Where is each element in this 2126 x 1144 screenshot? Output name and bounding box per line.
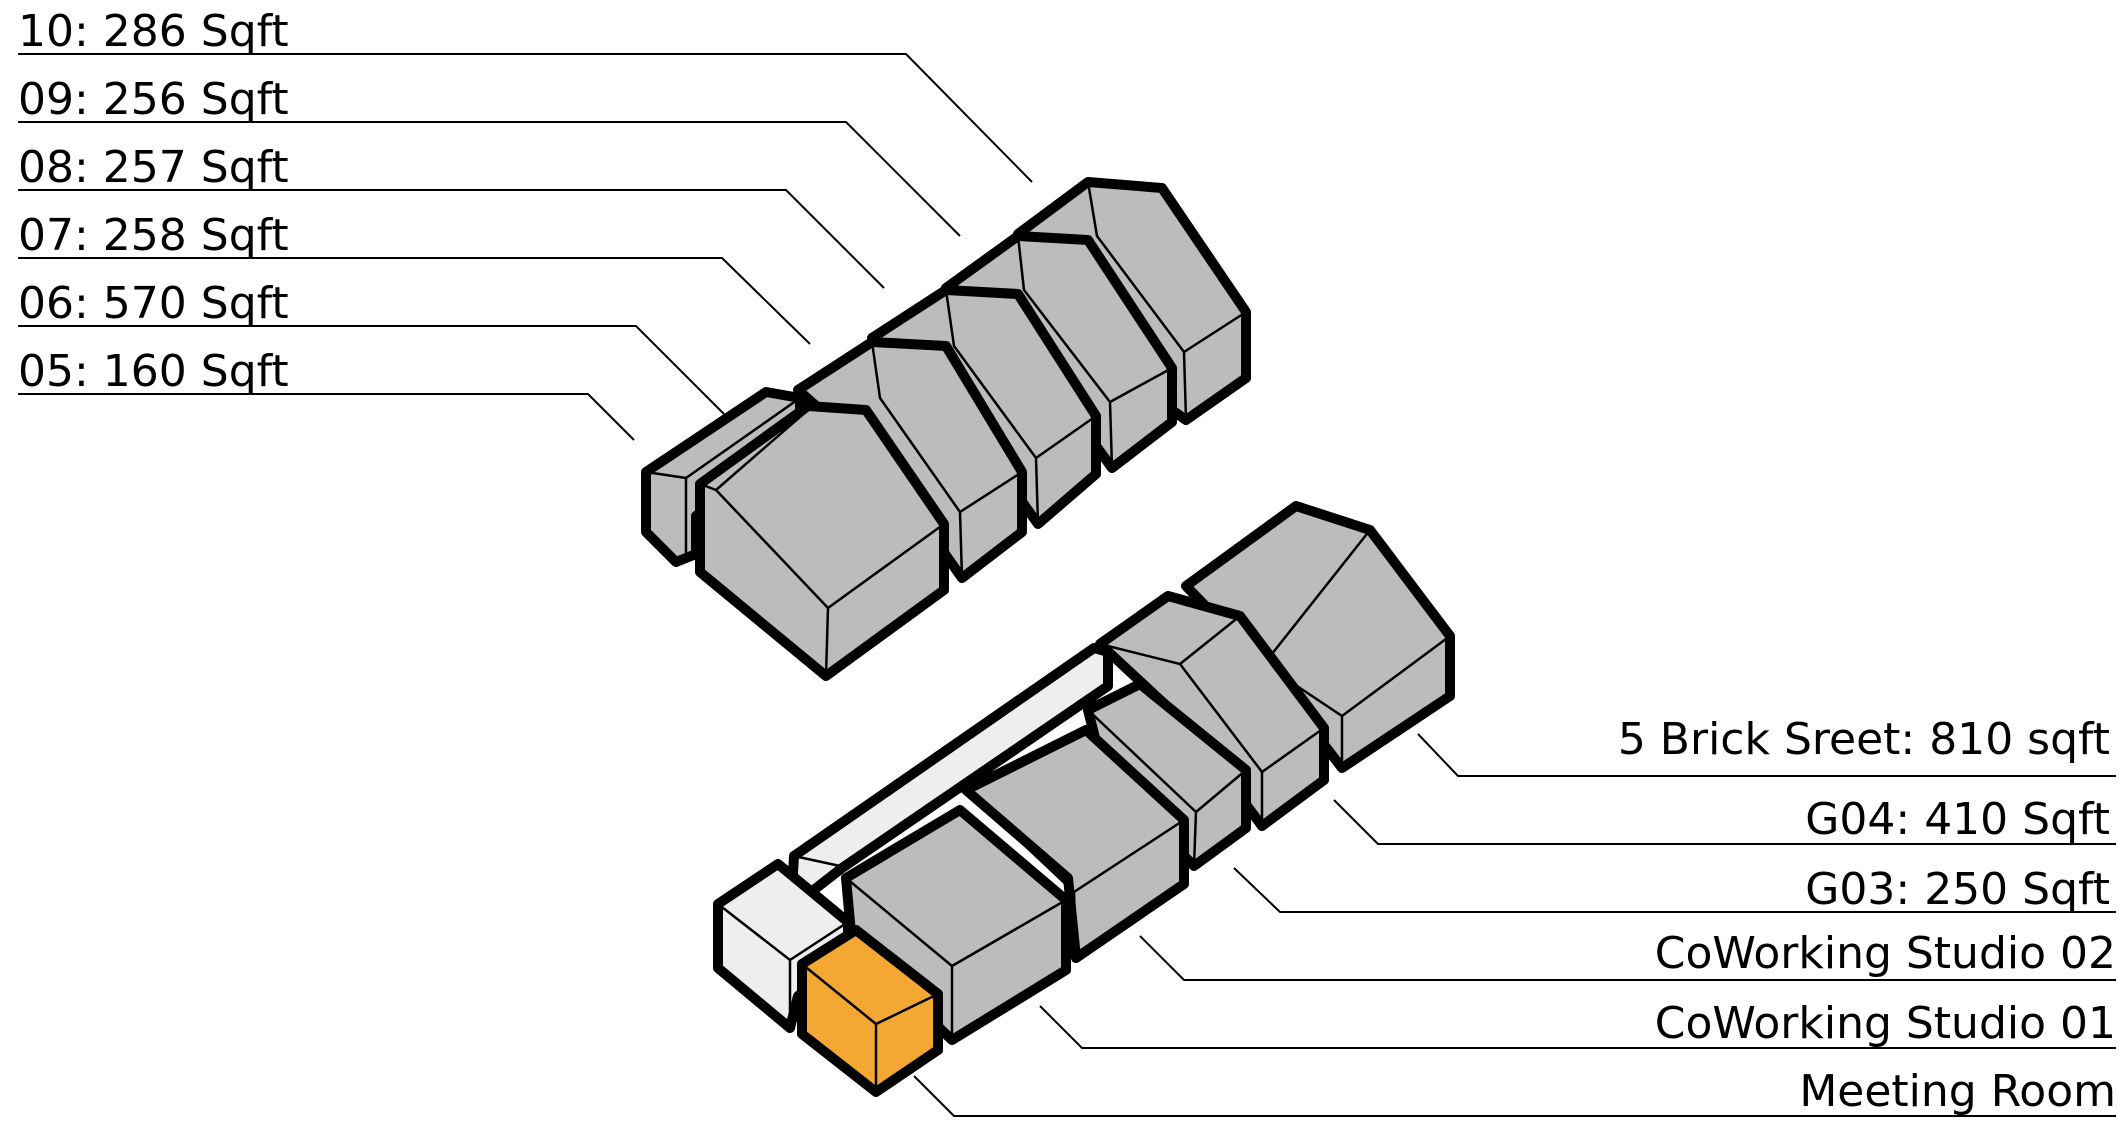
coworking-studio-02-label: CoWorking Studio 02 bbox=[1655, 928, 2116, 979]
leader-coworking-02 bbox=[1139, 935, 2116, 981]
leader-07 bbox=[18, 257, 811, 345]
leader-10 bbox=[18, 53, 1033, 183]
unit-05-label: 05: 160 Sqft bbox=[18, 346, 289, 397]
upper-building bbox=[641, 177, 1251, 681]
leader-meeting-room bbox=[913, 1075, 2116, 1117]
unit-09-label: 09: 256 Sqft bbox=[18, 74, 289, 125]
unit-06-label: 06: 570 Sqft bbox=[18, 278, 289, 329]
leader-brick-street bbox=[1417, 733, 2116, 777]
leader-coworking-01 bbox=[1039, 1005, 2116, 1049]
meeting-room-label: Meeting Room bbox=[1799, 1066, 2116, 1117]
meeting-room-roof bbox=[797, 925, 943, 1097]
brick-street-label: 5 Brick Sreet: 810 sqft bbox=[1618, 714, 2110, 765]
coworking-studio-02-roof bbox=[961, 725, 1189, 963]
lower-building bbox=[713, 501, 1455, 1097]
unit-08-label: 08: 257 Sqft bbox=[18, 142, 289, 193]
coworking-studio-01-label: CoWorking Studio 01 bbox=[1655, 998, 2116, 1049]
g03-label: G03: 250 Sqft bbox=[1805, 864, 2110, 915]
unit-10-label: 10: 286 Sqft bbox=[18, 6, 289, 57]
g04-label: G04: 410 Sqft bbox=[1805, 794, 2110, 845]
unit-06-roof bbox=[695, 401, 949, 681]
upper-labels: 10: 286 Sqft 09: 256 Sqft 08: 257 Sqft 0… bbox=[18, 6, 289, 397]
lower-labels: 5 Brick Sreet: 810 sqft G04: 410 Sqft G0… bbox=[1618, 714, 2116, 1117]
leader-lines bbox=[18, 53, 2116, 1117]
unit-07-label: 07: 258 Sqft bbox=[18, 210, 289, 261]
leader-08 bbox=[18, 189, 885, 289]
leader-05 bbox=[18, 393, 635, 441]
leader-g03 bbox=[1233, 867, 2116, 913]
leader-g04 bbox=[1333, 799, 2116, 845]
leader-06 bbox=[18, 325, 725, 415]
leader-09 bbox=[18, 121, 961, 237]
